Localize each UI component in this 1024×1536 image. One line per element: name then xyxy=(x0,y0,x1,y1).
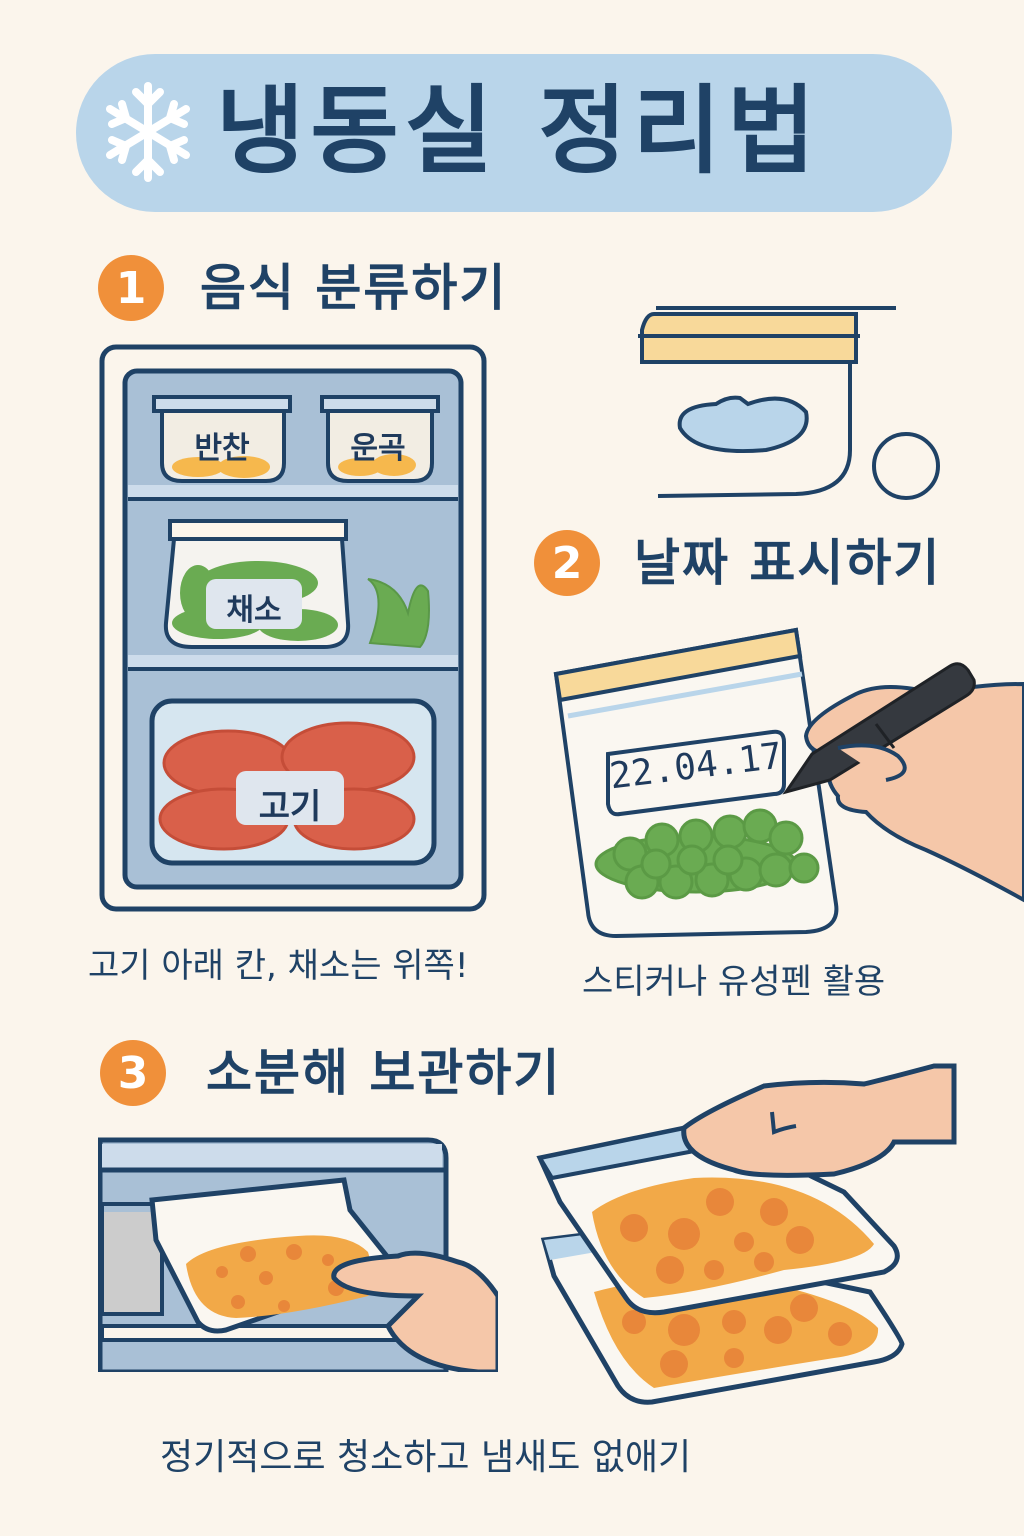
step-2-number-badge: 2 xyxy=(534,530,600,596)
step-3-title: 소분해 보관하기 xyxy=(206,1044,562,1102)
container-label-side-dishes: 반찬 xyxy=(194,431,250,466)
container-sketch-icon xyxy=(638,306,940,500)
stacked-bags-hand-icon xyxy=(536,1063,957,1405)
container-label-vegetables: 채소 xyxy=(226,593,282,628)
step-2-title: 날짜 표시하기 xyxy=(634,534,942,592)
step-1-title: 음식 분류하기 xyxy=(200,259,508,317)
title-banner: 냉동실 정리법 xyxy=(76,54,952,212)
container-label-meat: 고기 xyxy=(258,787,322,827)
bag-pen-hand-icon xyxy=(553,627,1024,939)
footer-tip: 정기적으로 청소하고 냄새도 없애기 xyxy=(160,1437,692,1478)
freezer-illustration: 반찬 운곡 채소 고기 xyxy=(98,343,488,913)
freezer-shelves-icon xyxy=(99,344,487,912)
date-label-illustration: 22.04.17 xyxy=(546,624,1024,940)
container-label-grains: 운곡 xyxy=(350,431,406,466)
snowflake-icon xyxy=(106,82,190,182)
step-2-caption: 스티커나 유성펜 활용 xyxy=(582,962,886,1002)
step-1-caption: 고기 아래 칸, 채소는 위쪽! xyxy=(88,946,469,986)
freezer-drawer-bag-icon xyxy=(98,1137,498,1372)
step-1-number-badge: 1 xyxy=(98,255,164,321)
step-3-number-badge: 3 xyxy=(100,1040,166,1106)
page-title: 냉동실 정리법 xyxy=(216,75,822,187)
